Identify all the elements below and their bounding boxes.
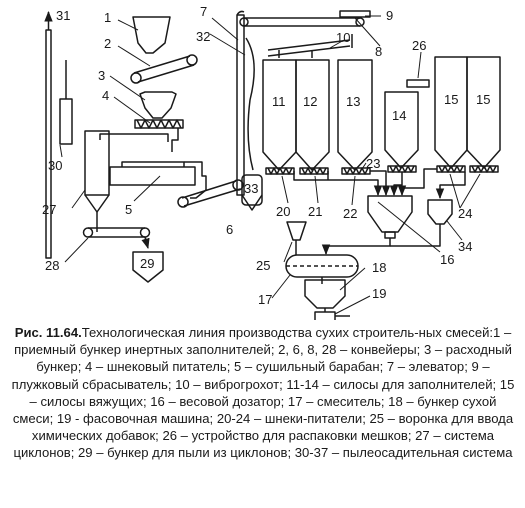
label-20: 20 [276, 204, 290, 219]
silo-label-13: 13 [346, 94, 360, 109]
binder-silo-15b [466, 56, 501, 169]
figure-caption: Рис. 11.64.Технологическая линия произво… [8, 324, 518, 462]
label-22: 22 [343, 206, 357, 221]
receiving-hopper [132, 16, 171, 54]
packing-machine [314, 308, 350, 320]
label-27: 27 [42, 202, 56, 217]
cyclone-dust-bunker [132, 251, 164, 283]
feed-lines [293, 168, 466, 200]
cyclone-system [84, 130, 110, 232]
callout-labels: 31 1 2 3 4 30 27 28 5 6 7 32 9 8 10 26 2… [42, 4, 490, 307]
caption-text: Технологическая линия производства сухих… [11, 325, 515, 461]
drum-exhaust-duct [99, 133, 169, 142]
bucket-elevator [236, 10, 245, 196]
leader-lines [59, 15, 481, 315]
label-6: 6 [226, 222, 233, 237]
feed-hopper [139, 91, 177, 119]
aggregate-silo-12 [295, 50, 330, 171]
feed-chute [171, 128, 179, 152]
weigh-doser-34 [427, 199, 453, 236]
top-conveyor-8 [239, 17, 365, 27]
label-32: 32 [196, 29, 210, 44]
conveyor-6 [177, 179, 244, 208]
label-34: 34 [458, 239, 472, 254]
label-31: 31 [56, 8, 70, 23]
label-8: 8 [375, 44, 382, 59]
aspiration-duct [245, 37, 255, 171]
label-21: 21 [308, 204, 322, 219]
silo-label-15a: 15 [444, 92, 458, 107]
label-18: 18 [372, 260, 386, 275]
label-24: 24 [458, 206, 472, 221]
screw-feeder-4 [134, 119, 184, 129]
dust-exhaust-pipe [44, 10, 53, 259]
drying-drum [109, 161, 207, 199]
label-5: 5 [125, 202, 132, 217]
aggregate-silo-14 [384, 91, 419, 169]
label-9: 9 [386, 8, 393, 23]
label-4: 4 [102, 88, 109, 103]
label-25: 25 [256, 258, 270, 273]
aggregate-silo-13 [337, 59, 373, 171]
doser34-discharge-line [390, 236, 441, 247]
bag-unpacking-device [406, 79, 430, 88]
plough-tripper [339, 10, 371, 18]
label-7: 7 [200, 4, 207, 19]
label-30: 30 [48, 158, 62, 173]
silo-label-12: 12 [303, 94, 317, 109]
weigh-doser [367, 195, 413, 239]
label-16: 16 [440, 252, 454, 267]
screw-feeder-20 [265, 167, 295, 175]
additive-funnel [286, 221, 307, 255]
bunker-label-29: 29 [140, 256, 154, 271]
label-10: 10 [336, 30, 350, 45]
silo-label-11: 11 [272, 94, 286, 109]
label-19: 19 [372, 286, 386, 301]
silo-label-14: 14 [392, 108, 406, 123]
dry-mix-hopper [304, 279, 346, 309]
label-26: 26 [412, 38, 426, 53]
dust-collector-33 [241, 174, 263, 211]
production-line-diagram: 31 1 2 3 4 30 27 28 5 6 7 32 9 8 10 26 2… [42, 4, 501, 320]
dust-filter [59, 98, 73, 145]
label-3: 3 [98, 68, 105, 83]
silo-label-15b: 15 [476, 92, 490, 107]
label-2: 2 [104, 36, 111, 51]
screw-feeder-21 [299, 167, 329, 175]
conveyor-28 [82, 227, 151, 250]
binder-silo-15a [434, 56, 468, 169]
label-28: 28 [45, 258, 59, 273]
aggregate-silo-11 [262, 50, 297, 171]
figure-number: Рис. 11.64. [14, 325, 82, 340]
collector-label-33: 33 [244, 181, 258, 196]
doser-discharge-line [321, 238, 391, 256]
screw-feeder-24 [436, 165, 499, 173]
label-23: 23 [366, 156, 380, 171]
vibrating-screen [267, 34, 353, 57]
label-17: 17 [258, 292, 272, 307]
label-1: 1 [104, 10, 111, 25]
inclined-conveyor-2 [130, 54, 198, 84]
screw-feeder-23 [387, 165, 417, 173]
